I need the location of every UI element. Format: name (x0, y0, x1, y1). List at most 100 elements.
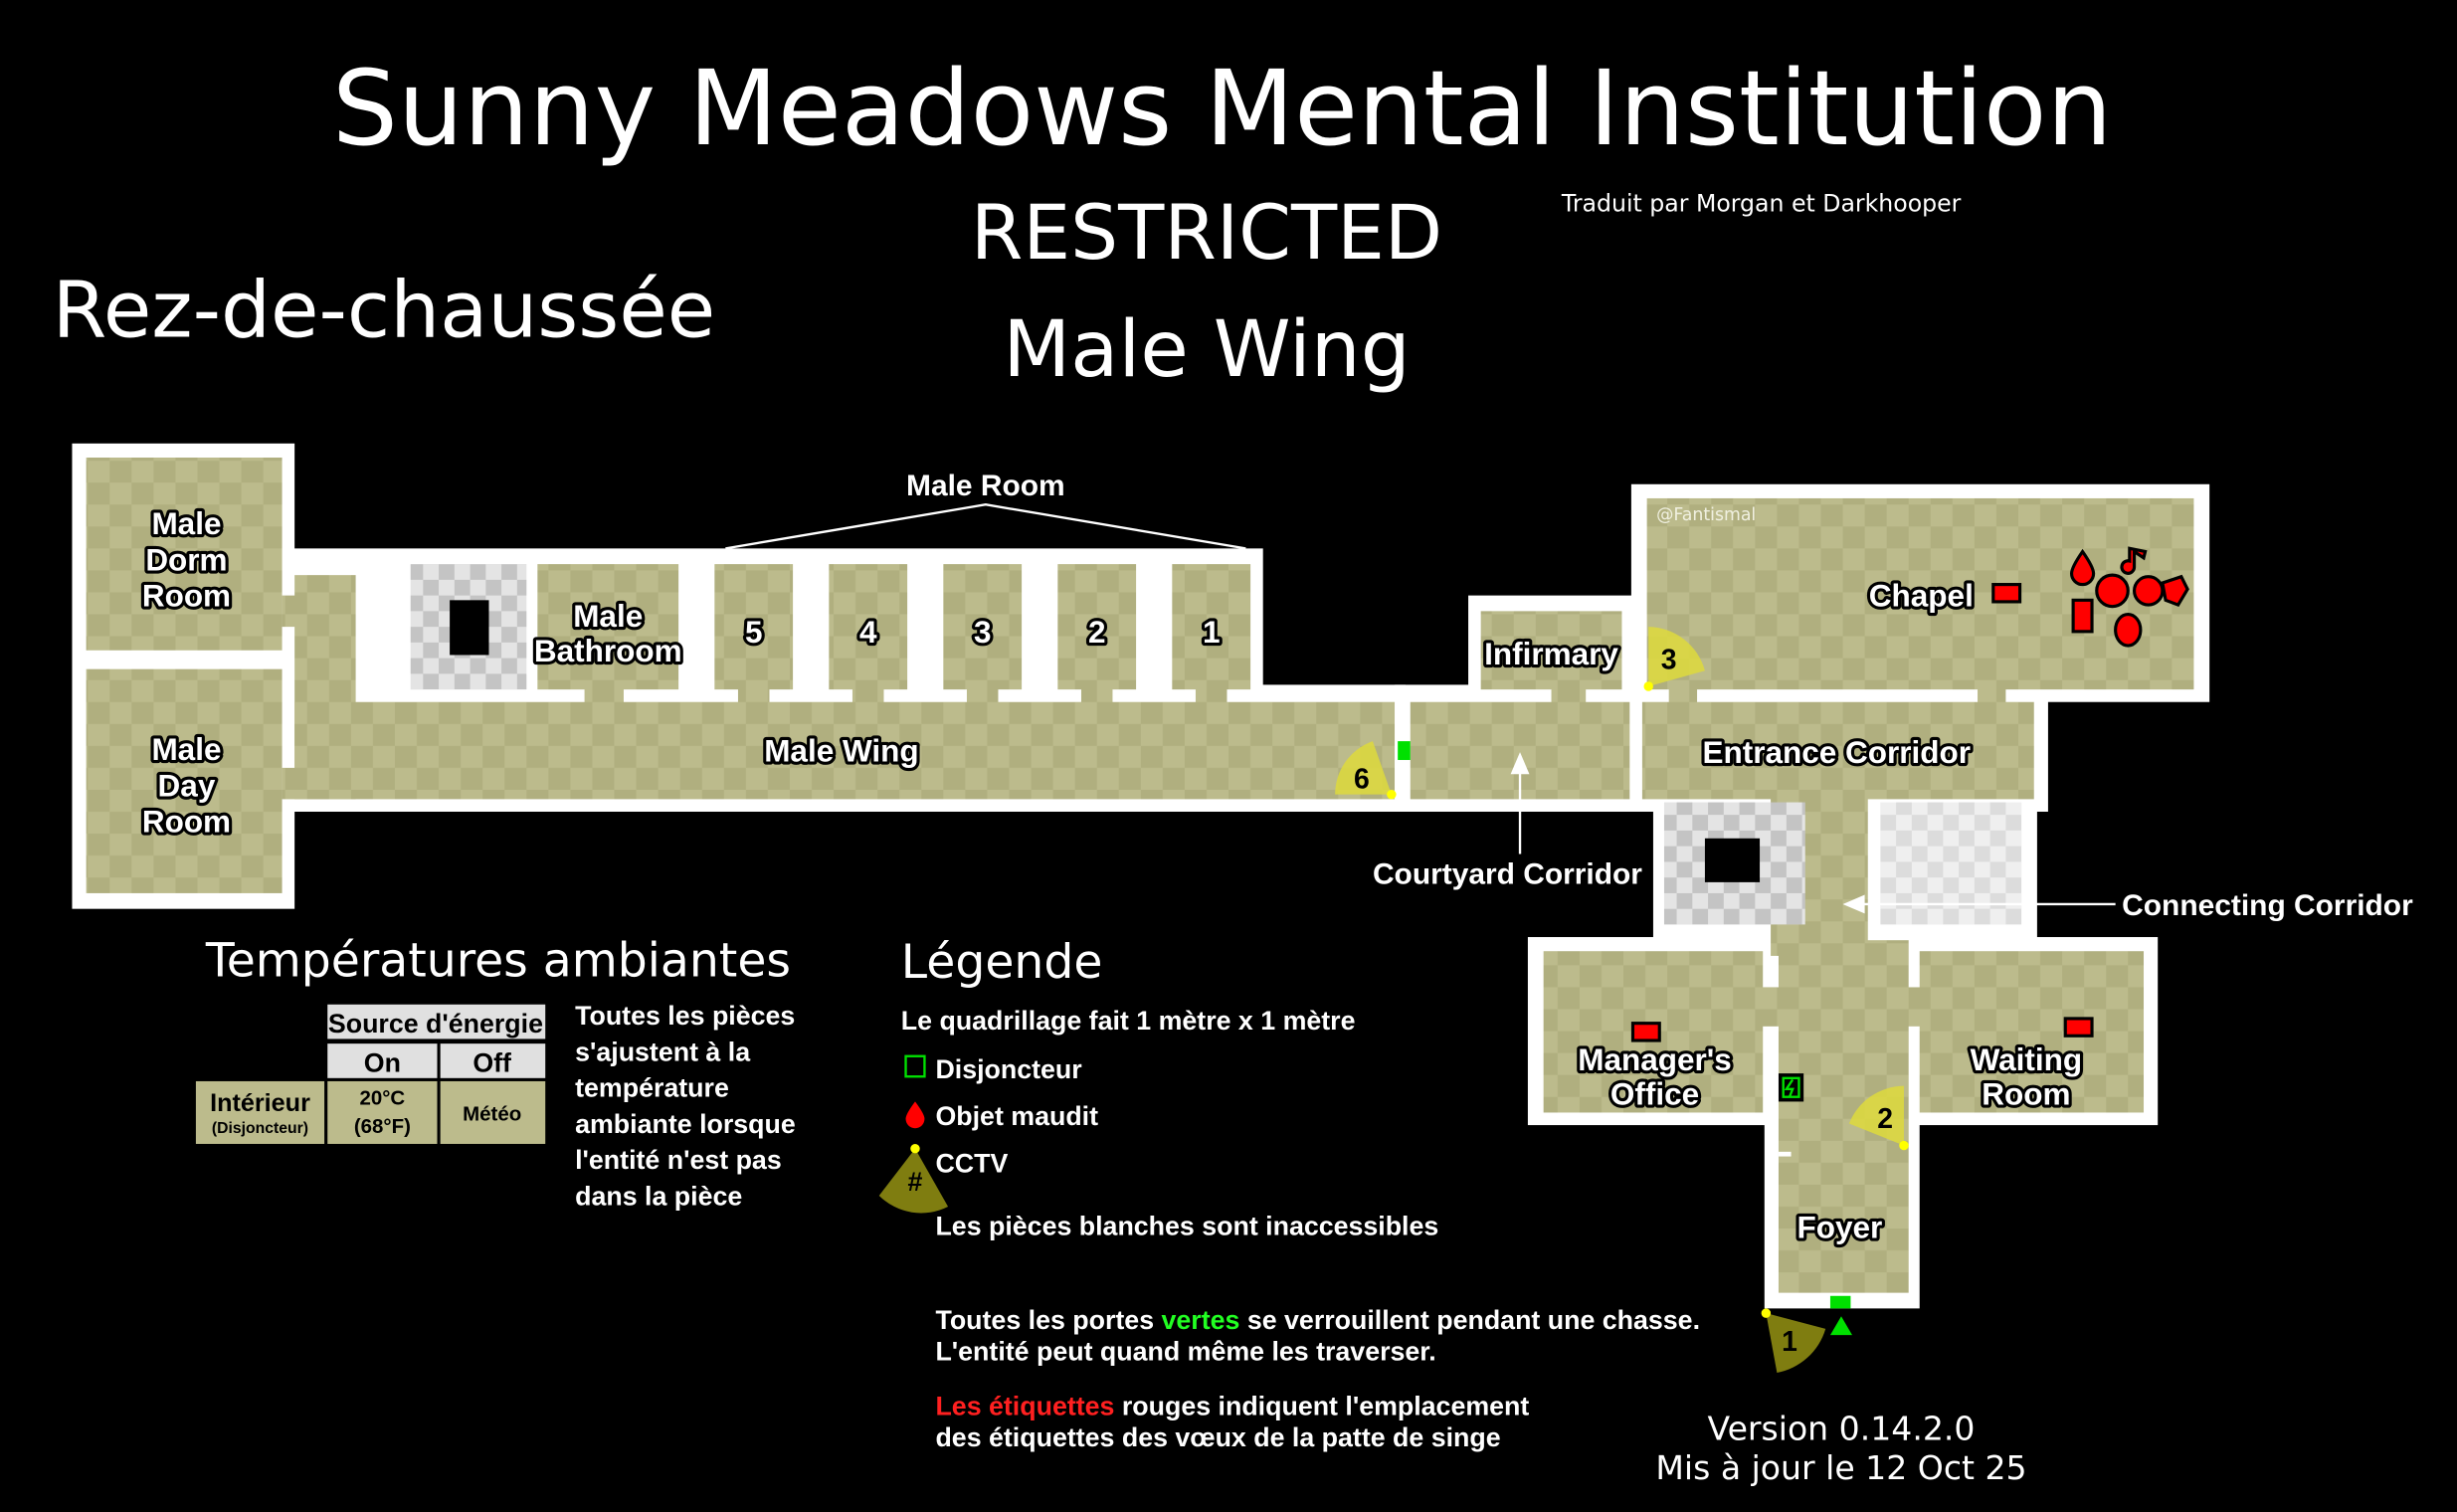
note-entity-doors: L'entité peut quand même les traverser. (935, 1336, 1435, 1366)
label-male-wing: Male Wing (764, 733, 918, 769)
watermark: @Fantismal (1656, 505, 1756, 525)
row-interior-sub: (Disjoncteur) (212, 1120, 308, 1137)
svg-text:6: 6 (1354, 763, 1370, 795)
on-value-fahrenheit: (68°F) (354, 1115, 411, 1138)
door (737, 685, 770, 705)
restricted-label: RESTRICTED (971, 189, 1442, 277)
cctv-1: 1 (1761, 1308, 1826, 1373)
monkey-paw-icon (2161, 574, 2189, 608)
label-male-bathroom: Bathroom (534, 633, 682, 668)
wall-stub (1778, 1151, 1792, 1157)
off-value: Météo (463, 1102, 521, 1125)
note-green-doors: Toutes les portes vertes se verrouillent… (935, 1305, 1700, 1335)
room-waiting (1919, 951, 2145, 1113)
monkey-paw-tag-icon (1630, 1022, 1661, 1042)
update-date: Mis à jour le 12 Oct 25 (1655, 1448, 2026, 1487)
male-room-bracket (725, 503, 1246, 550)
room-labels: Male Dorm Room Male Day Room Male Bathro… (139, 502, 2086, 1248)
door (851, 685, 884, 705)
corridor-male-wing (294, 701, 1396, 800)
label-male-day: Room (142, 803, 231, 839)
room-male-3 (943, 564, 1023, 690)
green-door-foyer (1829, 1295, 1851, 1309)
cursed-object-icon (905, 1101, 925, 1129)
door (1195, 685, 1228, 705)
room-male-4 (829, 564, 908, 690)
cctv-6: 6 (1335, 741, 1397, 800)
room-infirmary (1480, 611, 1622, 690)
temperatures-title: Températures ambiantes (205, 933, 791, 988)
legend-breaker: Disjoncteur (935, 1054, 1082, 1084)
entrance-arrow-icon (1829, 1316, 1853, 1336)
temperature-note: Toutes les pièces s'ajustent à la tempér… (575, 1001, 796, 1211)
label-male-dorm: Room (142, 578, 231, 614)
label-male-day: Day (158, 767, 216, 803)
stairwell-inaccessible (1880, 802, 2022, 925)
label-male-room: Male Room (906, 470, 1065, 502)
label-chapel: Chapel (1869, 578, 1974, 614)
door (1668, 685, 1698, 705)
note-red-tags: Les étiquettes rouges indiquent l'emplac… (935, 1391, 1529, 1420)
svg-text:Toutes les pièces: Toutes les pièces (575, 1001, 795, 1031)
breaker-icon (1778, 1073, 1804, 1102)
tarot-cards-icon (2071, 598, 2094, 634)
svg-text:1: 1 (1782, 1326, 1797, 1358)
music-box-icon (2120, 546, 2148, 575)
label-male-room-number: 1 (1203, 614, 1221, 650)
monkey-paw-tag-icon (2063, 1017, 2094, 1038)
translator-credit: Traduit par Morgan et Darkhooper (1561, 190, 1962, 218)
door (1760, 987, 1783, 1027)
haunted-mirror-icon (2114, 612, 2143, 648)
label-male-bathroom: Male (573, 598, 643, 634)
svg-text:température: température (575, 1073, 729, 1103)
legend-grid: Le quadrillage fait 1 mètre x 1 mètre (901, 1006, 1356, 1036)
cursed-objects (2069, 546, 2189, 648)
floor-label: Rez-de-chaussée (53, 265, 716, 356)
room-male-dorm (86, 457, 283, 651)
label-connecting-corridor: Connecting Corridor (2122, 889, 2413, 922)
label-male-room-number: 5 (745, 614, 763, 650)
svg-text:dans la pièce: dans la pièce (575, 1181, 742, 1211)
stair-void (450, 600, 489, 656)
cctv-3: 3 (1643, 627, 1705, 691)
col-on: On (364, 1048, 401, 1078)
door (1905, 987, 1925, 1027)
label-male-dorm: Dorm (145, 541, 227, 577)
label-male-dorm: Male (151, 505, 221, 541)
label-courtyard-corridor: Courtyard Corridor (1373, 857, 1642, 890)
room-male-1 (1172, 564, 1251, 690)
label-entrance-corridor: Entrance Corridor (1702, 734, 1971, 770)
door (1551, 685, 1587, 705)
svg-text:l'entité n'est pas: l'entité n'est pas (575, 1145, 782, 1175)
label-male-room-number: 4 (859, 614, 877, 650)
room-male-bathroom (537, 564, 679, 690)
svg-text:ambiante lorsque: ambiante lorsque (575, 1109, 796, 1139)
door (584, 685, 624, 705)
legend-cctv: CCTV (935, 1148, 1008, 1178)
room-male-5 (714, 564, 794, 690)
legend-white-rooms: Les pièces blanches sont inaccessibles (935, 1211, 1438, 1240)
arrow-up-icon (1510, 752, 1530, 775)
legend: Légende Le quadrillage fait 1 mètre x 1 … (878, 935, 1700, 1452)
map-title: Sunny Meadows Mental Institution (332, 49, 2112, 169)
on-value-celsius: 20°C (359, 1087, 405, 1110)
table-header: Source d'énergie (328, 1009, 543, 1039)
green-door-courtyard (1398, 741, 1411, 761)
room-male-day (86, 668, 283, 893)
legend-title: Légende (901, 935, 1103, 990)
cctv-symbol: # (908, 1167, 923, 1197)
svg-text:2: 2 (1877, 1103, 1893, 1135)
breaker-icon (904, 1054, 926, 1078)
label-managers-office: Manager's (1578, 1041, 1732, 1077)
svg-text:3: 3 (1661, 645, 1677, 676)
door (1080, 685, 1113, 705)
label-infirmary: Infirmary (1484, 636, 1618, 671)
cctv-icon (878, 1148, 949, 1214)
monkey-paw-tag-icon (1991, 583, 2022, 604)
arrow-left-icon (1842, 894, 1865, 914)
col-off: Off (472, 1048, 511, 1078)
stair-void (1704, 838, 1761, 882)
